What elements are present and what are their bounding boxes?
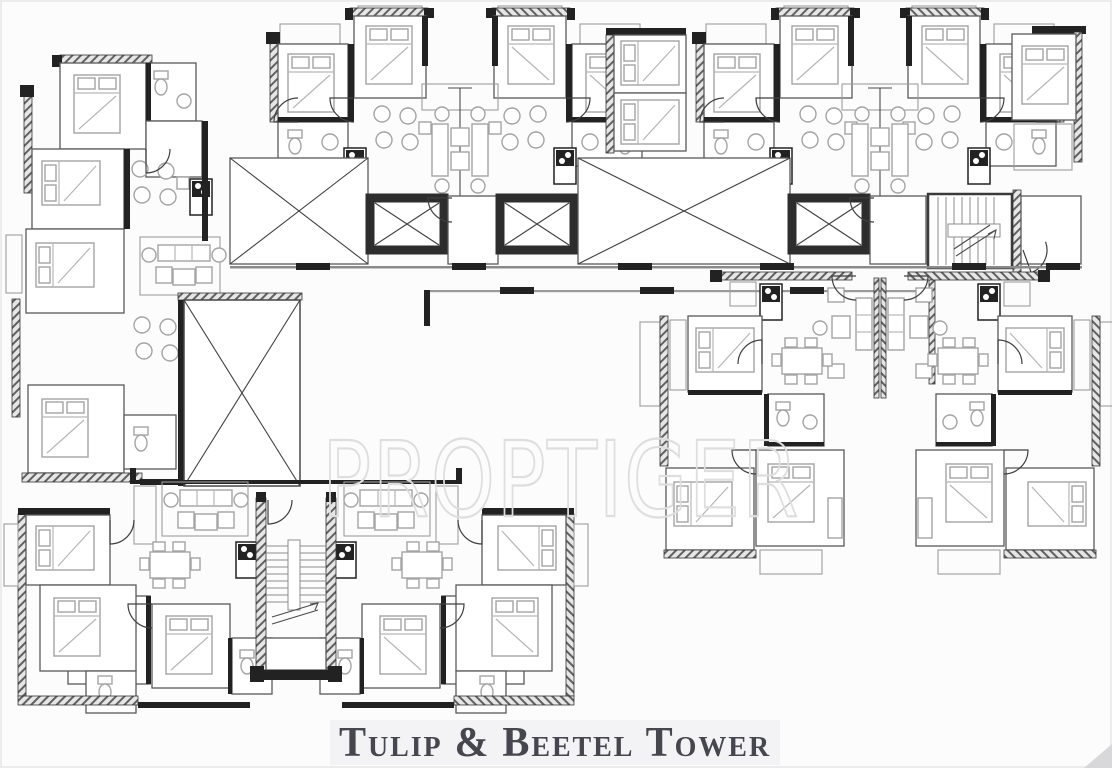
elevator-shaft <box>500 198 574 250</box>
stair-lobby <box>1020 195 1082 265</box>
bed <box>41 398 89 458</box>
bed <box>35 242 95 288</box>
bed <box>1021 45 1069 105</box>
corridor <box>230 263 1082 385</box>
kitchen <box>189 178 213 216</box>
title-band <box>330 720 780 765</box>
title-block: Tulip & Beetel Tower <box>330 720 780 766</box>
duct-shaft <box>177 292 303 487</box>
living-area <box>141 244 227 286</box>
wall-segment <box>1012 189 1022 273</box>
lift-lobby <box>869 195 927 265</box>
far-right-bedroom <box>1011 26 1086 171</box>
top-center-wing <box>266 6 654 196</box>
balcony <box>1013 123 1073 171</box>
staircase-top-right <box>926 192 1014 270</box>
bathroom <box>123 414 177 470</box>
top-right-wing <box>692 6 1068 196</box>
apartment-unit <box>266 6 434 184</box>
apartment-unit <box>881 270 1112 574</box>
bed <box>620 40 680 86</box>
apartment-unit <box>692 6 860 184</box>
elevator-shaft <box>792 198 866 250</box>
elevator-shaft <box>370 198 444 250</box>
core-band <box>229 157 1082 385</box>
corner-fold <box>1084 744 1112 768</box>
bed <box>41 160 101 206</box>
x-braced-slab <box>577 157 791 265</box>
page-title: Tulip & Beetel Tower <box>339 720 771 766</box>
bed <box>73 74 121 134</box>
x-braced-slab <box>229 157 369 265</box>
bed <box>620 99 680 145</box>
lift-lobby <box>447 195 499 265</box>
proptiger-watermark: PROPTIGER <box>322 419 800 541</box>
staircase-bottom-left <box>250 492 342 682</box>
bottom-left-wing <box>4 468 588 713</box>
balcony <box>5 234 23 294</box>
flank-bedroom-stack <box>605 28 687 154</box>
left-wing <box>5 54 303 487</box>
